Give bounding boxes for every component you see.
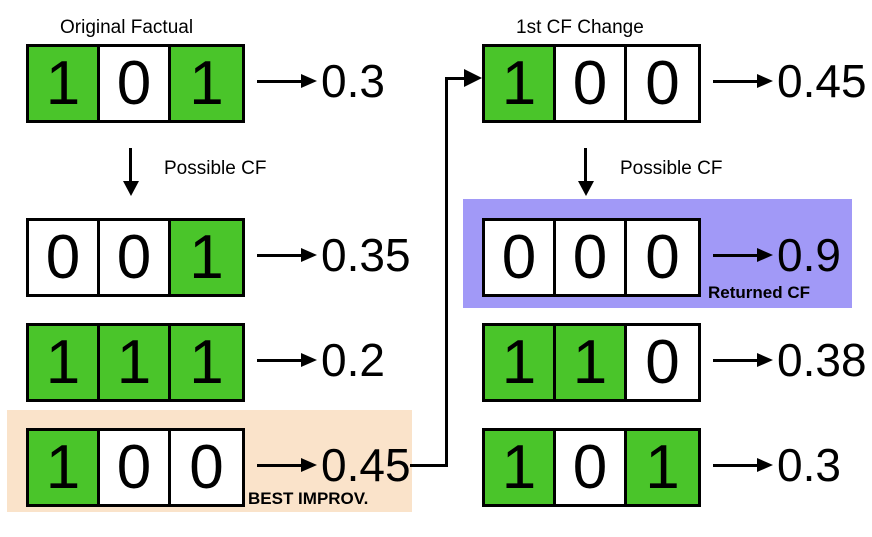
bit-cell[interactable]: 1 [29,431,100,504]
bit-strip[interactable]: 0 0 0 [482,218,701,297]
outcome: 0.9 [713,218,841,291]
bit-cell[interactable]: 1 [29,326,100,399]
connector-segment-vertical [445,77,448,467]
bit-cell[interactable]: 0 [100,221,171,294]
outcome: 0.3 [713,428,841,501]
bit-strip[interactable]: 1 0 1 [482,428,701,507]
outcome-value: 0.2 [321,333,385,386]
bit-cell[interactable]: 1 [485,47,556,120]
bit-cell[interactable]: 0 [171,431,242,504]
outcome: 0.35 [257,218,411,291]
right-row-2[interactable]: 0 0 0 0.9 [482,218,841,297]
outcome-value: 0.38 [777,333,867,386]
bit-strip[interactable]: 1 0 0 [26,428,245,507]
possible-cf-label-right: Possible CF [620,158,723,179]
bit-cell[interactable]: 1 [171,326,242,399]
outcome: 0.3 [257,44,385,117]
bit-strip[interactable]: 1 1 0 [482,323,701,402]
outcome: 0.45 [713,44,867,117]
outcome-value: 0.35 [321,228,411,281]
left-row-1[interactable]: 1 0 1 0.3 [26,44,385,123]
outcome-value: 0.9 [777,228,841,281]
bit-cell[interactable]: 0 [100,47,171,120]
bit-cell[interactable]: 1 [171,221,242,294]
right-row-1[interactable]: 1 0 0 0.45 [482,44,867,123]
arrow-right-icon [713,73,775,88]
bit-cell[interactable]: 1 [556,326,627,399]
outcome-value: 0.45 [777,54,867,107]
bit-cell[interactable]: 1 [100,326,171,399]
arrow-right-icon [713,457,775,472]
right-row-4[interactable]: 1 0 1 0.3 [482,428,841,507]
left-column-caption: Original Factual [60,17,194,38]
possible-cf-label-left: Possible CF [164,158,267,179]
left-row-2[interactable]: 0 0 1 0.35 [26,218,411,297]
bit-cell[interactable]: 1 [627,431,698,504]
outcome-value: 0.3 [321,54,385,107]
connector-segment-horizontal-top [445,77,471,80]
arrow-right-icon [257,457,319,472]
bit-cell[interactable]: 0 [100,431,171,504]
left-row-4[interactable]: 1 0 0 0.45 [26,428,411,507]
bit-cell[interactable]: 1 [485,326,556,399]
outcome: 0.38 [713,323,867,396]
bit-cell[interactable]: 0 [627,221,698,294]
bit-strip[interactable]: 1 1 1 [26,323,245,402]
arrow-right-icon [713,247,775,262]
possible-cf-arrow-left [123,148,139,196]
arrow-right-icon [257,352,319,367]
outcome-value: 0.45 [321,438,411,491]
connector-segment-horizontal-bottom [410,464,448,467]
bit-cell[interactable]: 1 [29,47,100,120]
bit-cell[interactable]: 0 [556,47,627,120]
best-improvement-note: BEST IMPROV. [248,489,369,508]
outcome: 0.2 [257,323,385,396]
right-column-caption: 1st CF Change [516,17,644,38]
bit-cell[interactable]: 0 [627,47,698,120]
returned-cf-note: Returned CF [708,283,810,302]
connector-arrowhead-icon [464,69,482,87]
arrow-right-icon [257,247,319,262]
bit-cell[interactable]: 0 [29,221,100,294]
outcome: 0.45 [257,428,411,501]
bit-strip[interactable]: 1 0 1 [26,44,245,123]
bit-strip[interactable]: 0 0 1 [26,218,245,297]
bit-cell[interactable]: 0 [627,326,698,399]
left-row-3[interactable]: 1 1 1 0.2 [26,323,385,402]
bit-cell[interactable]: 0 [556,431,627,504]
arrow-right-icon [713,352,775,367]
bit-cell[interactable]: 1 [485,431,556,504]
arrow-right-icon [257,73,319,88]
bit-cell[interactable]: 0 [556,221,627,294]
right-row-3[interactable]: 1 1 0 0.38 [482,323,867,402]
bit-cell[interactable]: 1 [171,47,242,120]
possible-cf-arrow-right [578,148,594,196]
outcome-value: 0.3 [777,438,841,491]
bit-cell[interactable]: 0 [485,221,556,294]
bit-strip[interactable]: 1 0 0 [482,44,701,123]
